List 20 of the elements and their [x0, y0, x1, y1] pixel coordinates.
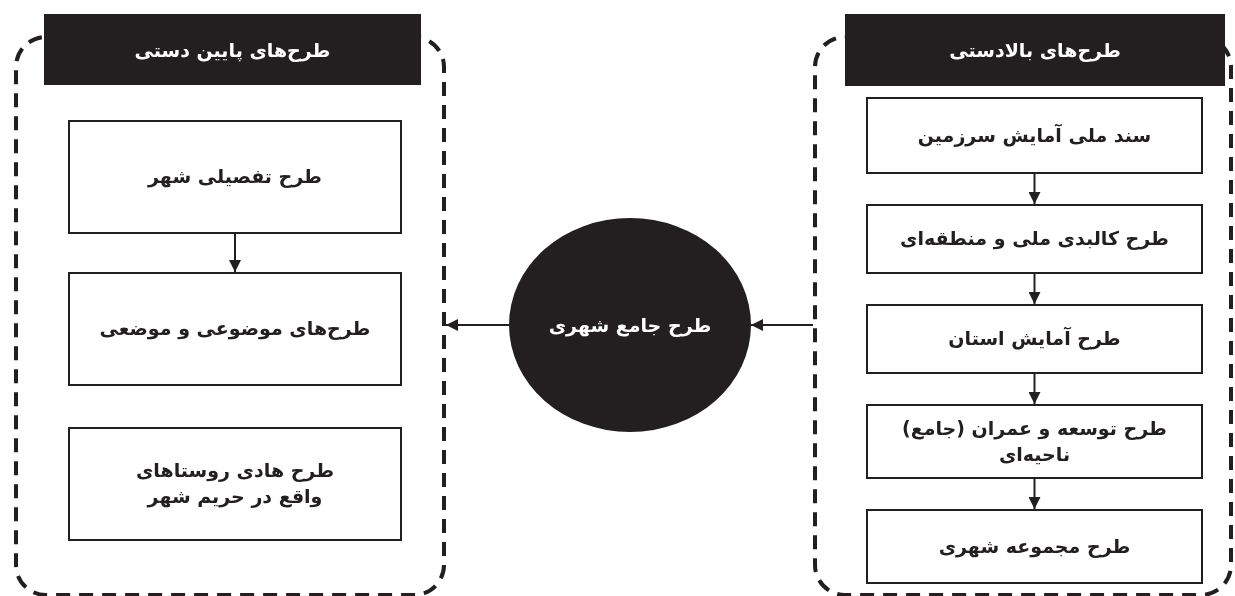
arrow [1028, 273, 1041, 305]
arrow [1028, 373, 1041, 405]
process-box: طرح هادی روستاهای واقع در حریم شهر [68, 427, 402, 541]
process-box: طرح تفصیلی شهر [68, 120, 402, 234]
dashed-group-frame [813, 14, 1233, 596]
process-box: طرح آمایش استان [866, 304, 1203, 374]
group-heading: طرح‌های پایین دستی [44, 14, 421, 85]
dashed-group-frame [14, 14, 446, 596]
process-box: طرح‌های موضوعی و موضعی [68, 272, 402, 386]
arrow [1028, 173, 1041, 205]
arrow [229, 233, 241, 273]
process-box: طرح توسعه و عمران (جامع) ناحیه‌ای [866, 404, 1203, 479]
arrow [1028, 478, 1041, 510]
process-box: طرح مجموعه شهری [866, 509, 1203, 584]
process-box: طرح کالبدی ملی و منطقه‌ای [866, 204, 1203, 274]
process-box: سند ملی آمایش سرزمین [866, 97, 1203, 174]
arrow [445, 319, 510, 331]
arrow [750, 319, 814, 331]
group-heading: طرح‌های بالادستی [845, 14, 1225, 86]
ellipse-node: طرح جامع شهری [509, 218, 751, 432]
